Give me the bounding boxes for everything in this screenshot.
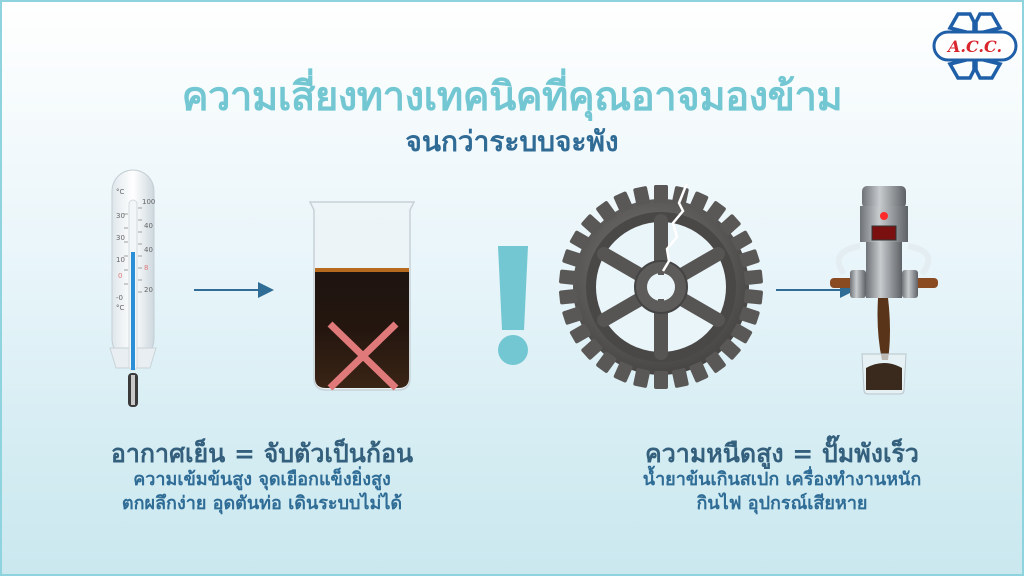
right-headline: ความหนืดสูง = ปั๊มพังเร็ว — [645, 439, 919, 468]
svg-text:10: 10 — [116, 256, 125, 264]
svg-text:30: 30 — [116, 234, 125, 242]
logo-text: A.C.C. — [946, 37, 1002, 56]
svg-text:°C: °C — [116, 188, 125, 196]
svg-text:°C: °C — [116, 304, 125, 312]
svg-text:40: 40 — [144, 222, 153, 230]
svg-text:100: 100 — [142, 198, 155, 206]
exclamation-icon — [498, 246, 528, 365]
svg-text:-0: -0 — [116, 294, 123, 302]
red-x-icon — [327, 321, 399, 391]
cracked-gear-icon — [559, 184, 763, 389]
page-title: ความเสี่ยงทางเทคนิคที่คุณอาจมองข้าม — [181, 74, 843, 120]
acc-logo-icon: A.C.C. — [932, 12, 1018, 80]
arrow-right-icon — [194, 282, 274, 298]
left-body-line: ความเข้มข้นสูง จุดเยือกแข็งยิ่งสูง — [133, 469, 391, 490]
right-body-line: กินไฟ อุปกรณ์เสียหาย — [696, 493, 868, 514]
page-subtitle: จนกว่าระบบจะพัง — [405, 125, 619, 158]
beaker-dark-liquid-icon — [308, 201, 416, 391]
left-headline: อากาศเย็น = จับตัวเป็นก้อน — [110, 439, 414, 468]
left-body: ความเข้มข้นสูง จุดเยือกแข็งยิ่งสูง ตกผลึ… — [42, 468, 482, 516]
thermometer-icon: °C 100 30 40 30 40 10 8 0 20 -0 °C — [109, 169, 157, 407]
right-body-line: น้ำยาข้นเกินสเปก เครื่องทำงานหนัก — [642, 469, 922, 490]
right-body: น้ำยาข้นเกินสเปก เครื่องทำงานหนัก กินไฟ … — [562, 468, 1002, 516]
pump-icon — [830, 186, 938, 395]
svg-text:0: 0 — [118, 272, 122, 280]
left-body-line: ตกผลึกง่าย อุดตันท่อ เดินระบบไม่ได้ — [121, 493, 403, 514]
svg-text:40: 40 — [144, 246, 153, 254]
svg-text:20: 20 — [144, 286, 153, 294]
svg-text:8: 8 — [144, 264, 148, 272]
svg-text:30: 30 — [116, 212, 125, 220]
